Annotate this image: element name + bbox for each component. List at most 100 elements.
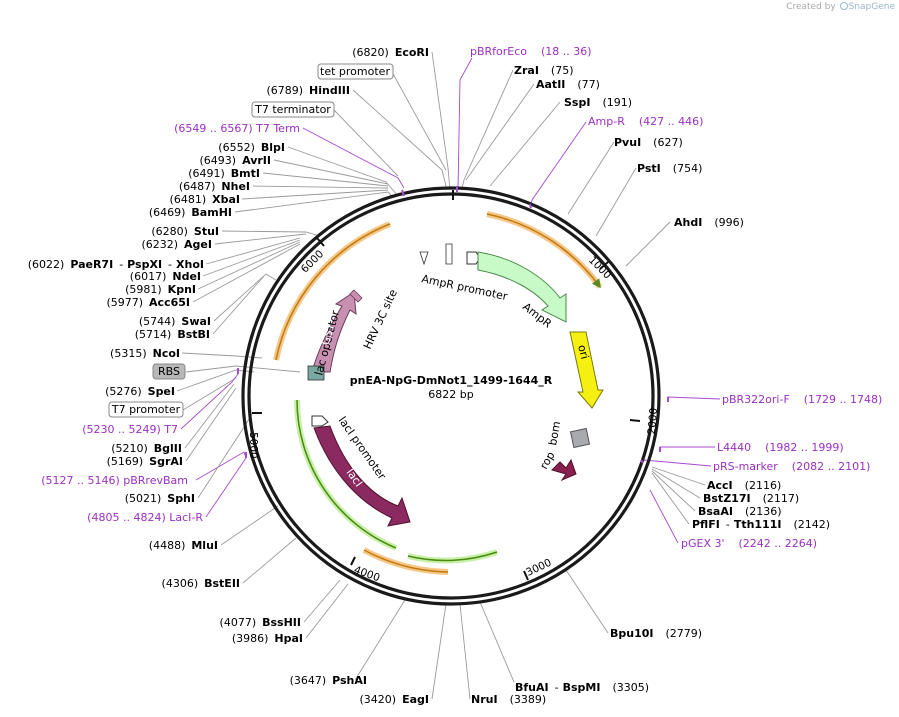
- primer-pbr322ori-f: pBR322ori-F (1729 .. 1748): [722, 393, 882, 406]
- enzyme-bmti: BmtI: [231, 167, 260, 180]
- right-labels: pBRforEco (18 .. 36) ZraI(75) AatII(77) …: [470, 45, 882, 706]
- enzyme-bglii: BglII: [154, 442, 182, 455]
- enzyme-spei: SpeI: [148, 385, 175, 398]
- svg-text:(5977)Acc65I: (5977)Acc65I: [106, 296, 190, 309]
- svg-text:(4306)BstEII: (4306)BstEII: [162, 577, 240, 590]
- svg-text:PflFI-Tth111I(2142): PflFI-Tth111I(2142): [692, 518, 830, 531]
- enzyme-bfuai: BfuAI: [515, 681, 549, 694]
- enzyme-psti: PstI: [637, 162, 661, 175]
- pos-paer7i: (6022): [28, 258, 65, 271]
- pos-psha: (3647): [290, 674, 327, 687]
- pos-bmti: (6491): [188, 167, 225, 180]
- svg-text:(5981)KpnI: (5981)KpnI: [125, 283, 196, 296]
- primer-prs-marker: pRS-marker (2082 .. 2101): [713, 460, 870, 473]
- tick-label-3000: 3000: [524, 557, 553, 579]
- rbs-box: [152, 363, 186, 380]
- svg-text:(5021)SphI: (5021) SphI: [125, 492, 195, 505]
- enzyme-ndei: NdeI: [172, 270, 201, 283]
- primer-l4440: L4440 (1982 .. 1999): [717, 441, 844, 454]
- enzyme-nrui: NruI: [471, 693, 498, 706]
- ampr-promoter-small-marker: [419, 251, 429, 266]
- left-labels: (6820)EcoRI tet promoter (6789)HindIII T…: [28, 46, 429, 706]
- pos-bsshii: (4077): [220, 616, 257, 629]
- hrv-site-marker: [349, 289, 363, 303]
- enzyme-bamhi: BamHI: [191, 206, 232, 219]
- primer-t7-term: (6549 .. 6567) T7 Term: [174, 122, 300, 135]
- laci-gene-arrow: [313, 425, 411, 527]
- enzyme-bstz17i: BstZ17I: [703, 492, 751, 505]
- pos-swai: (5744): [139, 315, 176, 328]
- enzyme-pspxi: PspXI: [127, 258, 162, 271]
- pos-pflfi: (2142): [793, 518, 830, 531]
- enzyme-bsteii: BstEII: [204, 577, 240, 590]
- svg-text:(6820)EcoRI: (6820)EcoRI: [352, 46, 429, 59]
- enzyme-bsaai: BsaAI: [698, 505, 733, 518]
- enzyme-zrai: ZraI: [514, 64, 539, 77]
- label-bom: bom: [546, 420, 563, 446]
- lac-operator-block: [307, 365, 325, 381]
- green-arcs: [294, 399, 498, 564]
- enzyme-hindiii: HindIII: [309, 84, 350, 97]
- snapgene-logo-icon: [839, 2, 848, 10]
- enzyme-bspmi: BspMI: [563, 681, 601, 694]
- orf-arcs: [273, 211, 603, 575]
- svg-text:(5744)SwaI: (5744)SwaI: [139, 315, 211, 328]
- primer-amp-r: Amp-R (427 .. 446): [588, 115, 703, 128]
- enzyme-avrii: AvrII: [242, 154, 271, 167]
- primer-t7: (5230 .. 5249) T7: [82, 423, 178, 436]
- t7-promoter-label: T7 promoter: [111, 403, 181, 416]
- pos-stui: (6280): [151, 225, 188, 238]
- pos-acci: (2116): [745, 479, 782, 492]
- svg-text:(3420)EagI: (3420)EagI: [360, 693, 429, 706]
- pos-agei: (6232): [141, 238, 178, 251]
- ampr-gene-arrow: [477, 251, 567, 323]
- pos-blpi: (6552): [218, 141, 255, 154]
- enzyme-bstbi: BstBI: [177, 328, 210, 341]
- primer-laci-r: (4805 .. 4824) LacI-R: [87, 511, 203, 524]
- enzyme-bsshii: BssHII: [262, 616, 301, 629]
- enzyme-ahdi: AhdI: [674, 216, 702, 229]
- pos-bglii: (5210): [111, 442, 148, 455]
- svg-text:ZraI(75): ZraI(75): [514, 64, 574, 77]
- pos-sgrai: (5169): [107, 455, 144, 468]
- svg-text:AccI(2116): AccI(2116): [707, 479, 781, 492]
- enzyme-paer7i: PaeR7I: [70, 258, 113, 271]
- enzyme-sgrai: SgrAI: [149, 455, 183, 468]
- svg-text:(5210)BglII: (5210) BglII: [111, 442, 182, 455]
- enzyme-ncoi: NcoI: [153, 347, 180, 360]
- svg-text:(5714)BstBI: (5714)BstBI: [135, 328, 210, 341]
- enzyme-tth111i: Tth111I: [734, 518, 782, 531]
- primer-pbrforeco: pBRforEco (18 .. 36): [470, 45, 592, 58]
- enzyme-mlui: MluI: [191, 539, 218, 552]
- primer-pbrrevbam: (5127 .. 5146) pBRrevBam: [41, 474, 188, 487]
- leader-lines: [176, 51, 451, 700]
- enzyme-sphi: SphI: [167, 492, 195, 505]
- backbone-outer: [241, 186, 661, 606]
- laci-promoter-arrow: [311, 415, 329, 427]
- pos-bamhi: (6469): [149, 206, 186, 219]
- map-title: pnEA-NpG-DmNot1_1499-1644_R: [350, 374, 553, 387]
- pos-sphi: (5021): [125, 492, 162, 505]
- enzyme-kpni: KpnI: [168, 283, 196, 296]
- snapgene-credit: Created by SnapGene: [786, 2, 895, 12]
- enzyme-sspi: SspI: [564, 96, 590, 109]
- tick-label-2000: 2000: [646, 407, 660, 435]
- pos-mlui: (4488): [149, 539, 186, 552]
- enzyme-xbai: XbaI: [212, 193, 240, 206]
- label-hrv-site: HRV 3C site: [361, 287, 400, 351]
- pos-acc65i: (5977): [106, 296, 143, 309]
- map-size: 6822 bp: [428, 388, 473, 401]
- pos-hindiii: (6789): [266, 84, 303, 97]
- svg-text:(5169)SgrAI: (5169) SgrAI: [107, 455, 183, 468]
- svg-text:(3986)HpaI: (3986)HpaI: [232, 632, 303, 645]
- pos-psti: (754): [673, 162, 703, 175]
- t7-promoter-box: [108, 401, 184, 418]
- primer-pgex-3: pGEX 3' (2242 .. 2264): [681, 537, 817, 550]
- rop-arrow: [551, 458, 577, 482]
- svg-text:PstI(754): PstI (754): [637, 162, 702, 175]
- svg-text:(3647)PshAI: (3647)PshAI: [290, 674, 367, 687]
- svg-text:AhdI(996): AhdI(996): [674, 216, 744, 229]
- svg-text:(6232)AgeI: (6232)AgeI: [141, 238, 212, 251]
- svg-text:(6552)BlpI: (6552)BlpI: [218, 141, 285, 154]
